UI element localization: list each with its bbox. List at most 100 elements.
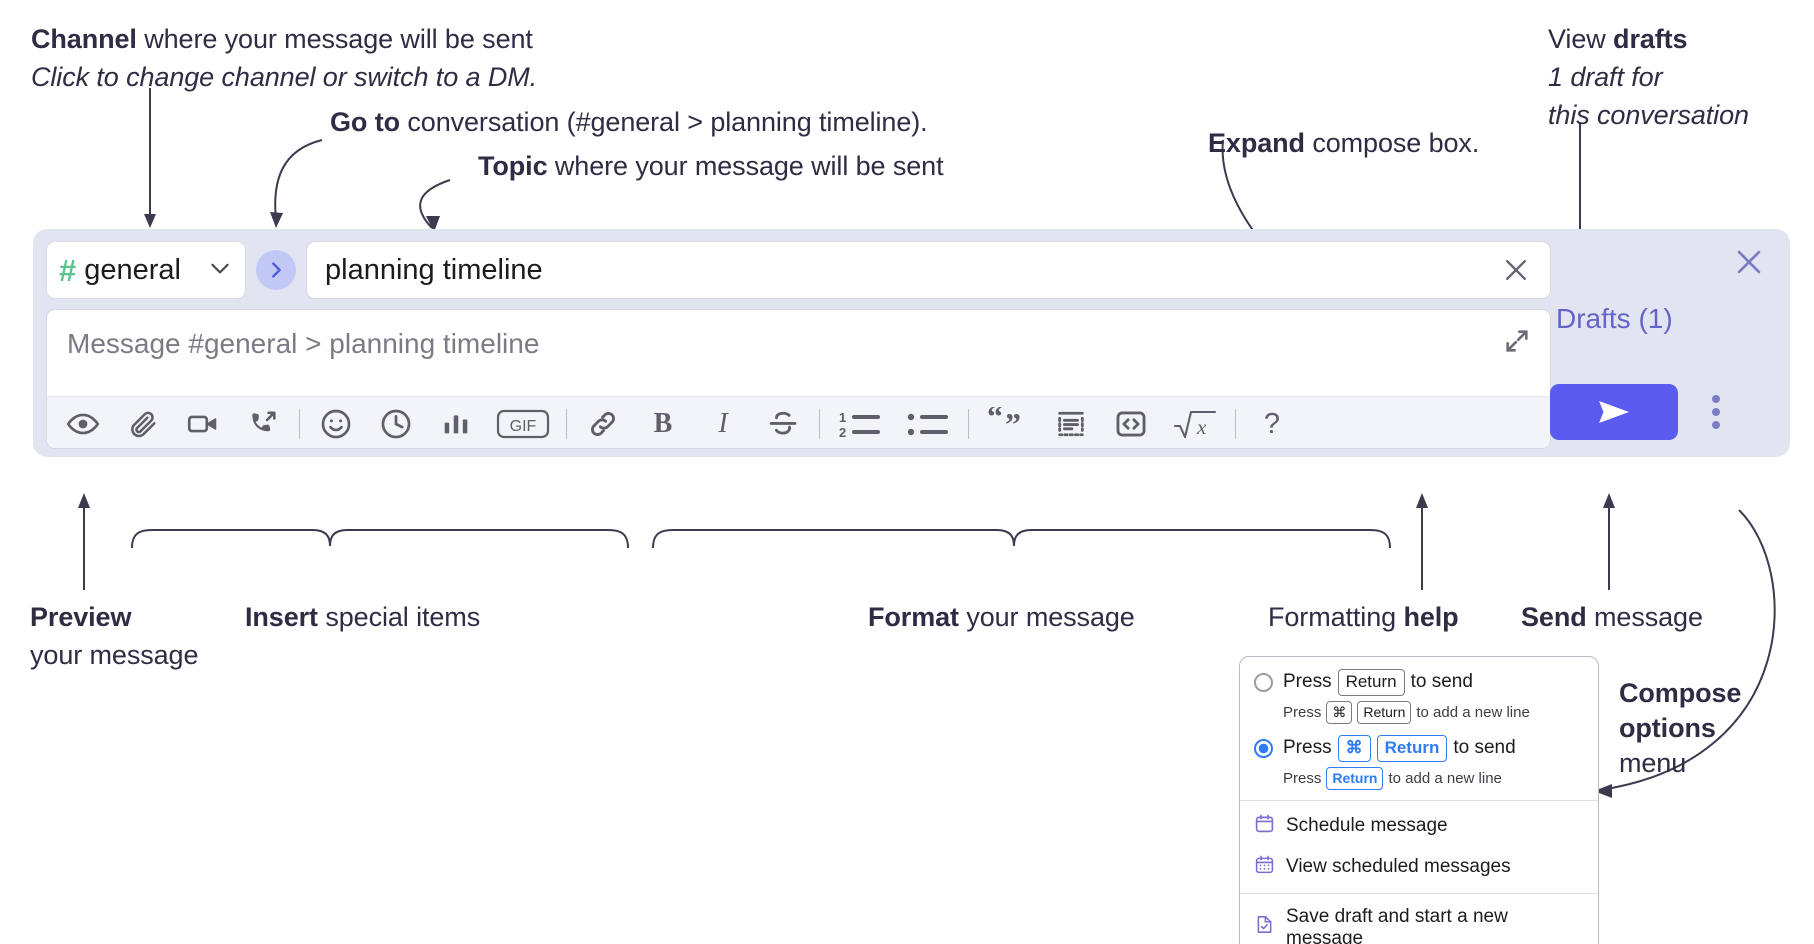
kebab-dot-1 bbox=[1712, 395, 1720, 403]
clock-button[interactable] bbox=[374, 402, 418, 446]
annotation-help-bold: help bbox=[1403, 602, 1459, 632]
drafts-link[interactable]: Drafts (1) bbox=[1556, 303, 1673, 334]
annotation-drafts-bold: drafts bbox=[1613, 24, 1688, 54]
annotation-drafts-italic1: 1 draft for bbox=[1548, 62, 1663, 93]
annotation-preview-bold: Preview bbox=[30, 602, 132, 632]
view-scheduled-messages-label: View scheduled messages bbox=[1286, 856, 1511, 878]
close-icon[interactable] bbox=[1496, 250, 1536, 290]
formatting-help-button[interactable]: ? bbox=[1250, 402, 1294, 446]
emoji-button[interactable] bbox=[314, 402, 358, 446]
annotation-expand-rest: compose box. bbox=[1304, 128, 1480, 158]
view-scheduled-messages-item[interactable]: View scheduled messages bbox=[1240, 847, 1598, 888]
svg-text:I: I bbox=[717, 408, 729, 439]
latex-button[interactable]: x bbox=[1169, 402, 1221, 446]
svg-text:GIF: GIF bbox=[510, 418, 537, 435]
schedule-message-label: Schedule message bbox=[1286, 815, 1448, 837]
chevron-down-icon bbox=[207, 255, 233, 286]
italic-button[interactable]: I bbox=[701, 402, 745, 446]
annotation-send: Send message bbox=[1521, 600, 1703, 635]
link-button[interactable] bbox=[581, 402, 625, 446]
channel-selector[interactable]: # general bbox=[46, 241, 246, 299]
save-draft-label: Save draft and start a new message bbox=[1286, 905, 1508, 944]
compose-options-menu: Press Return to send Press ⌘ Return to a… bbox=[1239, 656, 1599, 944]
send-option-return[interactable]: Press Return to send Press ⌘ Return to a… bbox=[1254, 669, 1584, 724]
separator-4 bbox=[968, 408, 969, 439]
send-option-cmd-return-main: Press ⌘ Return to send bbox=[1283, 734, 1516, 762]
annotation-goto-rest: conversation (#general > planning timeli… bbox=[399, 107, 928, 137]
annotation-compose-rest: menu bbox=[1619, 748, 1687, 779]
annotation-send-rest: message bbox=[1586, 602, 1703, 632]
ordered-list-button[interactable]: 1 2 bbox=[834, 402, 886, 446]
opt2-key-return: Return bbox=[1376, 734, 1448, 762]
annotation-insert: Insert special items bbox=[245, 600, 480, 635]
annotation-preview-rest: your message bbox=[30, 640, 199, 671]
opt1-key-return: Return bbox=[1337, 669, 1405, 696]
opt1-sub-text-2: to add a new line bbox=[1416, 703, 1530, 721]
formatting-toolbar: GIF B I bbox=[47, 396, 1550, 448]
attach-file-button[interactable] bbox=[121, 402, 165, 446]
annotation-topic-rest: where your message will be sent bbox=[547, 151, 944, 181]
compose-options-button[interactable] bbox=[1698, 389, 1734, 435]
bulleted-list-button[interactable] bbox=[902, 402, 954, 446]
annotation-insert-bold: Insert bbox=[245, 602, 318, 632]
calendar-grid-icon bbox=[1254, 854, 1275, 881]
radio-cmd-return[interactable] bbox=[1254, 738, 1273, 758]
hash-icon: # bbox=[59, 252, 77, 288]
annotation-format: Format your message bbox=[868, 600, 1135, 635]
message-input[interactable]: Message #general > planning timeline bbox=[47, 310, 1550, 396]
topic-value: planning timeline bbox=[325, 253, 543, 286]
opt2-sub-text-2: to add a new line bbox=[1388, 769, 1502, 787]
go-to-conversation-button[interactable] bbox=[256, 250, 296, 290]
send-option-cmd-return[interactable]: Press ⌘ Return to send Press Return to a… bbox=[1254, 734, 1584, 790]
radio-return[interactable] bbox=[1254, 673, 1273, 692]
annotation-compose-bold1: Compose bbox=[1619, 678, 1742, 708]
bold-button[interactable]: B bbox=[641, 402, 685, 446]
opt1-sub-key-return: Return bbox=[1357, 700, 1412, 724]
calendar-schedule-icon bbox=[1254, 813, 1275, 840]
annotation-topic: Topic where your message will be sent bbox=[478, 149, 944, 184]
video-clip-button[interactable] bbox=[181, 402, 225, 446]
annotation-expand: Expand compose box. bbox=[1208, 126, 1479, 161]
opt2-sub-key-return: Return bbox=[1326, 766, 1384, 790]
close-icon[interactable] bbox=[1730, 243, 1768, 281]
send-button[interactable] bbox=[1550, 384, 1678, 440]
svg-text:”: ” bbox=[1005, 407, 1021, 441]
svg-text:1: 1 bbox=[839, 410, 846, 425]
gif-button[interactable]: GIF bbox=[494, 402, 552, 446]
svg-text:?: ? bbox=[1264, 408, 1280, 440]
annotation-send-bold: Send bbox=[1521, 602, 1587, 632]
message-placeholder: Message #general > planning timeline bbox=[67, 328, 540, 359]
save-draft-item[interactable]: Save draft and start a new message bbox=[1240, 899, 1598, 944]
separator-1 bbox=[299, 408, 300, 439]
annotation-insert-rest: special items bbox=[317, 602, 481, 632]
audio-clip-button[interactable] bbox=[241, 402, 285, 446]
annotation-goto: Go to conversation (#general > planning … bbox=[330, 105, 928, 140]
kebab-dot-2 bbox=[1712, 408, 1720, 416]
annotation-formatting-help: Formatting help bbox=[1268, 600, 1459, 635]
save-draft-icon bbox=[1254, 914, 1275, 941]
svg-text:“: “ bbox=[987, 407, 1003, 434]
blockquote-button[interactable]: “” bbox=[983, 402, 1033, 446]
separator-2 bbox=[566, 408, 567, 439]
strikethrough-button[interactable] bbox=[761, 402, 805, 446]
expand-icon[interactable] bbox=[1500, 324, 1534, 358]
annotation-channel: Channel where your message will be sent … bbox=[31, 22, 537, 95]
annotation-help-pre: Formatting bbox=[1268, 602, 1404, 632]
annotation-format-bold: Format bbox=[868, 602, 959, 632]
schedule-menu-group: Schedule message View scheduled messages bbox=[1240, 801, 1598, 893]
poll-button[interactable] bbox=[434, 402, 478, 446]
inline-code-button[interactable] bbox=[1109, 402, 1153, 446]
code-block-button[interactable] bbox=[1049, 402, 1093, 446]
send-preference-section: Press Return to send Press ⌘ Return to a… bbox=[1240, 657, 1598, 800]
svg-text:B: B bbox=[654, 408, 673, 439]
schedule-message-item[interactable]: Schedule message bbox=[1240, 806, 1598, 847]
opt1-sub-key-cmd: ⌘ bbox=[1326, 700, 1353, 724]
preview-button[interactable] bbox=[61, 402, 105, 446]
menu-divider-1 bbox=[1240, 799, 1598, 801]
opt1-sub-text-1: Press bbox=[1283, 703, 1322, 721]
send-option-cmd-return-sub: Press Return to add a new line bbox=[1283, 766, 1516, 790]
opt2-sub-text-1: Press bbox=[1283, 769, 1322, 787]
separator-5 bbox=[1235, 408, 1236, 439]
topic-field[interactable]: planning timeline bbox=[306, 241, 1551, 299]
message-editor: Message #general > planning timeline bbox=[46, 309, 1551, 449]
